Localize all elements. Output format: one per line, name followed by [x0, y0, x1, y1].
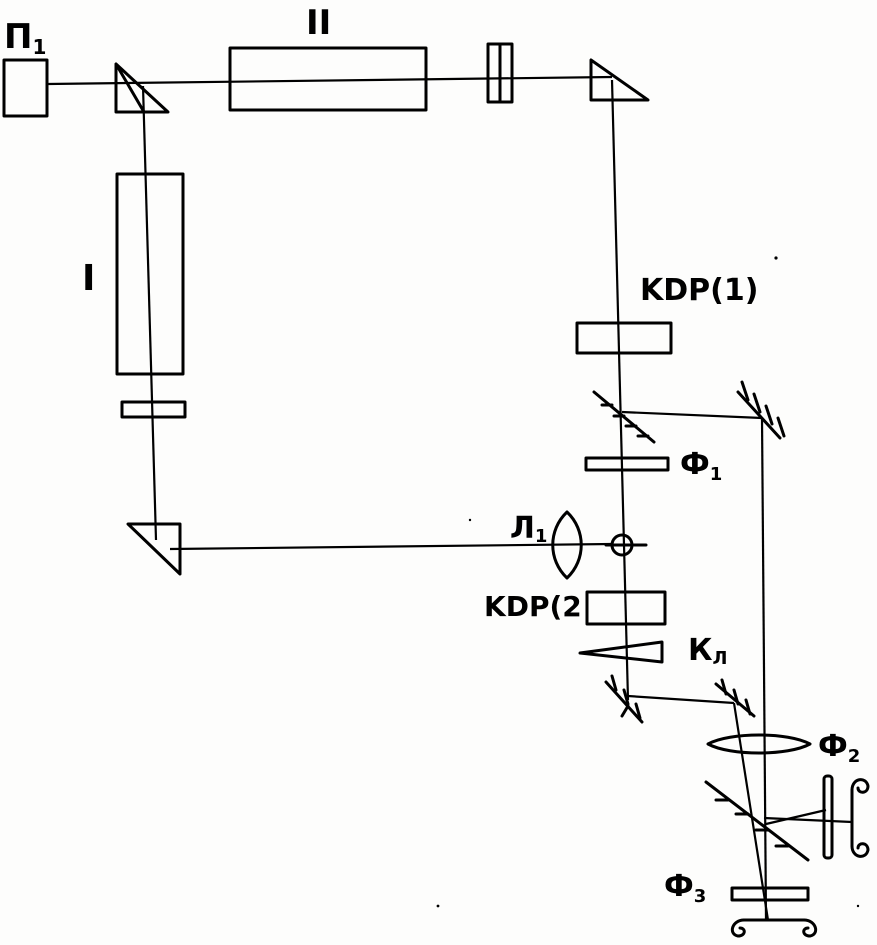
lens-l1 — [551, 510, 583, 580]
amplifier-ii — [228, 46, 428, 112]
prism-top-left — [114, 62, 170, 114]
label-f1: Ф1 — [680, 447, 722, 485]
beam-to-detector — [763, 816, 853, 824]
label-kl: КЛ — [688, 633, 727, 669]
amplifier-i — [115, 172, 185, 376]
beam-splitter-lower — [704, 780, 810, 862]
label-f3: Ф3 — [664, 869, 706, 907]
label-p1: П1 — [4, 17, 46, 59]
polarization-marker — [604, 533, 648, 557]
plate-below-amp-i — [120, 400, 187, 419]
beam-right-vertical — [610, 79, 630, 701]
filter-f1 — [584, 456, 670, 472]
beam-reference-vertical — [760, 417, 768, 921]
beam-reflect-detector — [765, 808, 827, 826]
label-l1: Л1 — [510, 511, 547, 547]
kdp2-crystal — [585, 590, 667, 626]
kdp1-crystal — [575, 321, 673, 355]
prism-bottom-left — [126, 522, 182, 576]
label-f2: Ф2 — [818, 729, 860, 767]
lens-f2 — [706, 733, 812, 755]
label-kdp2: KDP(2 — [484, 590, 582, 623]
beam-diagonal-down — [732, 702, 770, 921]
filter-f3 — [730, 886, 810, 902]
beam-mirror-link — [627, 694, 735, 705]
laser-box-p1 — [2, 58, 49, 118]
label-amp-i: I — [82, 258, 95, 299]
beam-paths — [47, 75, 853, 921]
label-amp-ii: II — [306, 3, 331, 43]
mirror-lower-left — [604, 674, 644, 724]
beam-top — [47, 75, 613, 86]
label-kdp1: KDP(1) — [640, 273, 758, 308]
labels: П1 II I KDP(1) Ф1 Л1 KDP(2 КЛ Ф2 Ф3 — [4, 3, 860, 907]
beam-split-horizontal — [621, 410, 763, 420]
scan-specks — [436, 256, 860, 908]
mirror-reference-upper — [736, 380, 786, 440]
beam-splitter-upper — [592, 390, 656, 444]
wedge-kl — [578, 640, 664, 664]
detector-bottom — [730, 918, 818, 938]
beam-bottom — [169, 542, 613, 551]
mirror-lower-right — [714, 678, 756, 718]
prism-top-right — [589, 58, 650, 102]
detector-right — [822, 774, 870, 860]
double-plate-element — [486, 42, 514, 104]
beam-left-vertical — [141, 85, 158, 541]
